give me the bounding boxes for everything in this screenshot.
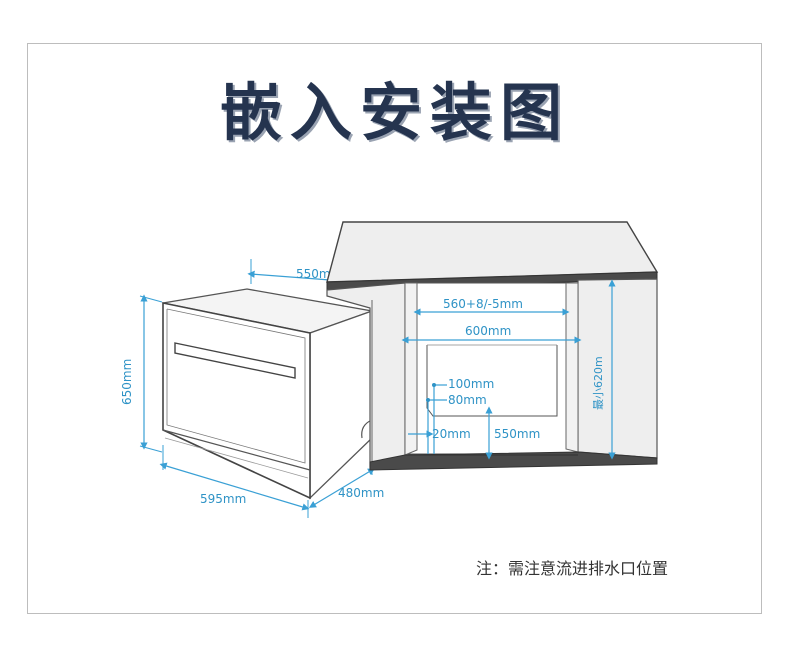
dim-cabinet-width: 600mm xyxy=(401,324,582,344)
dim-cabinet-inner-width-label: 560+8/-5mm xyxy=(443,297,523,311)
dim-depth-side-label: 480mm xyxy=(338,486,384,500)
dim-cabinet-width-label: 600mm xyxy=(465,324,511,338)
dim-cabinet-height: 最小620m xyxy=(592,279,616,460)
dim-width-front: 595mm xyxy=(159,445,310,518)
dim-opening: 550mm xyxy=(485,406,540,460)
dishwasher xyxy=(162,288,375,500)
dim-height-label: 650mm xyxy=(120,359,134,405)
dim-offset-20-label: 20mm xyxy=(432,427,471,441)
dim-offset-100-label: 100mm xyxy=(448,377,494,391)
dim-offsets: 100mm 80mm xyxy=(426,377,494,454)
page-title: 嵌入安装图 xyxy=(219,76,570,149)
dim-cabinet-inner-width: 560+8/-5mm xyxy=(413,297,570,316)
dim-offset-20: 20mm xyxy=(408,427,471,441)
dim-width-front-label: 595mm xyxy=(200,492,246,506)
diagram-frame xyxy=(27,43,762,614)
dim-cabinet-height-label: 最小620m xyxy=(592,356,605,410)
cabinet xyxy=(326,221,659,471)
dim-opening-label: 550mm xyxy=(494,427,540,441)
dim-offset-80-label: 80mm xyxy=(448,393,487,407)
dim-height: 650mm xyxy=(120,294,163,453)
footnote: 注：需注意流进排水口位置 xyxy=(476,559,669,578)
